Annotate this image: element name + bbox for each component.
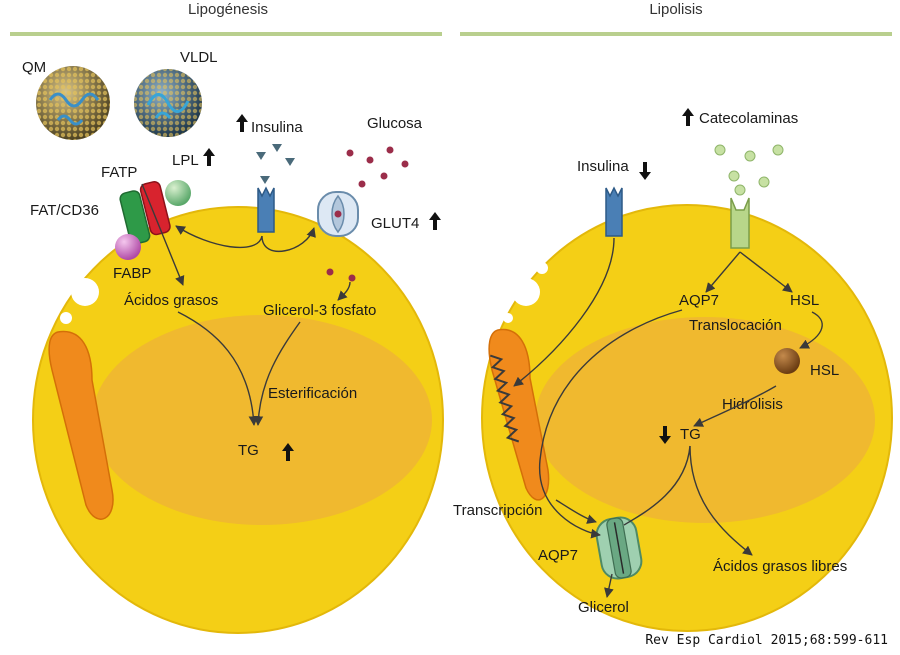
vesicle-icon <box>512 278 540 306</box>
hsl-droplet-label: HSL <box>810 362 839 379</box>
transcription-label: Transcripción <box>453 502 542 519</box>
aqp7-label: AQP7 <box>679 292 719 309</box>
citation: Rev Esp Cardiol 2015;68:599-611 <box>645 633 888 648</box>
hsl-label: HSL <box>790 292 819 309</box>
glycerol-3-phosphate-label: Glicerol-3 fosfato <box>263 302 376 319</box>
down-arrow-icon <box>659 426 671 444</box>
insulin-receptor-icon <box>257 186 275 233</box>
mitochondrion-icon <box>48 330 114 520</box>
catecholamines-label: Catecolaminas <box>699 110 798 127</box>
aqp7-channel-icon <box>595 516 643 580</box>
up-arrow-icon <box>429 212 441 230</box>
catecholamine-molecules-icon <box>714 144 784 196</box>
glucose-label: Glucosa <box>367 115 423 132</box>
free-fatty-acids-label: Ácidos grasos libres <box>713 558 847 575</box>
flow-arrows <box>141 183 351 426</box>
vldl-label: VLDL <box>180 49 218 66</box>
lipolysis-title: Lipolisis <box>649 1 702 18</box>
glycerol-label: Glicerol <box>578 599 629 616</box>
insulin-receptor-icon <box>605 186 623 237</box>
fatty-acids-label: Ácidos grasos <box>124 292 218 309</box>
translocation-label: Translocación <box>689 317 782 334</box>
glut4-label: GLUT4 <box>371 215 419 232</box>
esterification-label: Esterificación <box>268 385 357 402</box>
fat-cd36-label: FAT/CD36 <box>30 202 99 219</box>
hsl-enzyme-icon <box>774 348 800 374</box>
lipogenesis-panel: QM VLDL Insulina Glucosa GLUT4 FATP LPL … <box>22 49 444 634</box>
dna-icon <box>489 354 520 443</box>
up-arrow-icon <box>203 148 215 166</box>
tg-label: TG <box>680 426 701 443</box>
vesicle-icon <box>536 262 548 274</box>
down-arrow-icon <box>639 162 651 180</box>
lipid-droplet <box>92 315 432 525</box>
insulin-molecule-icon <box>256 152 266 160</box>
qm-label: QM <box>22 59 46 76</box>
hydrolysis-label: Hidrolisis <box>722 396 783 413</box>
lipolysis-divider <box>460 32 892 36</box>
up-arrow-icon <box>282 443 294 461</box>
fabp-label: FABP <box>113 265 151 282</box>
up-arrow-icon <box>682 108 694 126</box>
insulin-label: Insulina <box>251 119 303 136</box>
lipogenesis-title: Lipogénesis <box>188 1 268 18</box>
lipolysis-panel: Catecolaminas Insulina AQP7 HSL Transloc… <box>453 108 893 632</box>
flow-arrows <box>513 237 823 598</box>
fatp-label: FATP <box>101 164 137 181</box>
up-arrow-icon <box>236 114 248 132</box>
adrenergic-receptor-icon <box>730 197 750 249</box>
vesicle-icon <box>503 313 513 323</box>
insulin-label: Insulina <box>577 158 629 175</box>
vesicle-icon <box>71 278 99 306</box>
lipogenesis-divider <box>10 32 442 36</box>
lipid-droplet <box>535 317 875 523</box>
fabp-protein-icon <box>115 234 141 260</box>
fat-cd36-fatp-transporter-icon <box>119 181 171 245</box>
vesicle-icon <box>60 312 72 324</box>
tg-label: TG <box>238 442 259 459</box>
glucose-molecules-icon <box>326 146 409 282</box>
lpl-enzyme-icon <box>165 180 191 206</box>
lpl-label: LPL <box>172 152 199 169</box>
aqp7-channel-label: AQP7 <box>538 547 578 564</box>
